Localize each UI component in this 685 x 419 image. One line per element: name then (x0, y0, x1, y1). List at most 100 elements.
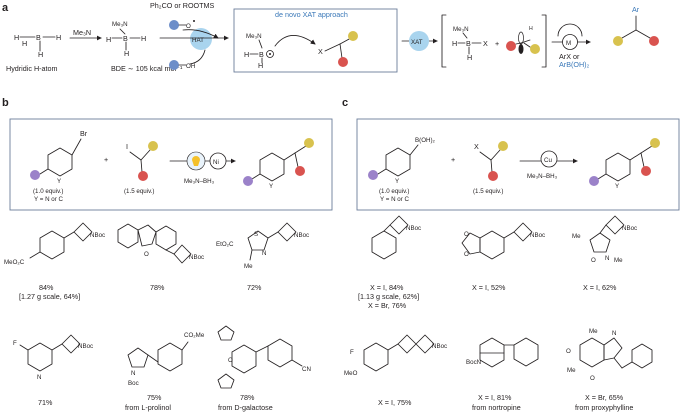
svg-text:NBoc: NBoc (294, 232, 309, 239)
xat-approach-title: de novo XAT approach (275, 10, 348, 19)
svg-text:CO₂Me: CO₂Me (184, 332, 205, 339)
svg-text:H: H (529, 26, 533, 32)
svg-text:NBoc: NBoc (189, 254, 204, 261)
oxidant-reagents-label: Ph₂CO or ROOTMS (150, 1, 214, 10)
hat-label: HAT (192, 37, 204, 44)
panel-c-label: c (342, 97, 348, 109)
svg-text:Me: Me (614, 257, 623, 264)
boronic-equiv: (1.0 equiv.) (379, 188, 410, 195)
cu-reductant: Me₃N–BH₃ (527, 173, 558, 180)
me3n-reagent-label: Me₃N (73, 28, 91, 37)
svg-text:X = I, 62%: X = I, 62% (583, 283, 617, 292)
xat-circle (409, 31, 429, 51)
product-b5: N Boc CO₂Me 75% from L-prolinol (125, 332, 205, 412)
hat-circle (190, 28, 212, 50)
iodide-equiv: (1.5 equiv.) (124, 188, 155, 195)
svg-text:Y: Y (269, 183, 273, 190)
ni-reductant: Me₃N–BH₃ (184, 178, 215, 185)
svg-text:Br: Br (80, 129, 88, 138)
boryl-radical: Me₃N B H H (244, 33, 274, 70)
svg-text:[1.27 g scale, 64%]: [1.27 g scale, 64%] (19, 292, 80, 301)
xat-approach-box (233, 8, 398, 73)
svg-text:X: X (483, 39, 488, 48)
product-c3: O N Me Me NBoc X = I, 62% (572, 215, 637, 292)
svg-text:Y: Y (57, 178, 61, 185)
svg-text:X = I, 81%: X = I, 81% (478, 393, 512, 402)
panel-b-label: b (2, 97, 9, 109)
cu-label: Cu (544, 157, 552, 164)
svg-text:Me₃N: Me₃N (246, 33, 262, 40)
oh-label: OH (186, 63, 195, 70)
oxyl-radical-circle (169, 20, 179, 30)
svg-text:NBoc: NBoc (90, 232, 105, 239)
arx-line2: ArB(OH)₂ (559, 60, 590, 69)
svg-text:71%: 71% (38, 398, 53, 407)
svg-text:[1.13 g scale, 62%]: [1.13 g scale, 62%] (358, 292, 419, 301)
aryl-boronic-acid: B(OH)₂ Y (368, 137, 436, 185)
product-b2: O NBoc 78% (117, 223, 204, 292)
svg-text:from L-prolinol: from L-prolinol (125, 403, 171, 412)
alkyl-halide-c: X (474, 141, 508, 181)
svg-text:MeO₂C: MeO₂C (4, 259, 25, 266)
svg-text:H: H (106, 35, 111, 44)
svg-text:X = Br, 76%: X = Br, 76% (368, 301, 407, 310)
product-c2: O O NBoc X = I, 52% (461, 222, 545, 292)
svg-text:EtO₂C: EtO₂C (216, 241, 234, 248)
alkyl-iodide: I (126, 141, 158, 181)
svg-text:X: X (318, 47, 323, 56)
svg-text:X = I, 52%: X = I, 52% (472, 283, 506, 292)
svg-text:Y: Y (615, 183, 619, 190)
svg-text:84%: 84% (39, 283, 54, 292)
svg-text:F: F (13, 340, 17, 347)
svg-text:NBoc: NBoc (622, 225, 637, 232)
halide-equiv: (1.5 equiv.) (473, 188, 504, 195)
svg-text:B: B (123, 34, 128, 43)
svg-text:S: S (254, 231, 258, 238)
svg-text:BocN: BocN (466, 359, 481, 366)
svg-text:+: + (104, 155, 108, 164)
alcohol-circle (169, 60, 179, 70)
hydridic-h-atom-label: Hydridic H-atom (6, 64, 58, 73)
svg-text:78%: 78% (240, 393, 255, 402)
metal-label: M (566, 40, 571, 47)
svg-text:O: O (590, 375, 595, 382)
svg-text:Me: Me (567, 367, 576, 374)
svg-text:B: B (36, 33, 41, 42)
xat-label: XAT (411, 39, 423, 46)
product-b3: S N NBoc EtO₂C Me 72% (216, 222, 309, 292)
cross-coupled-product: Ar (613, 5, 659, 46)
svg-text:H: H (22, 39, 27, 48)
amine-borane: Me₃N H B H H (106, 21, 146, 58)
svg-text:H: H (38, 50, 43, 59)
svg-text:X = I, 75%: X = I, 75% (378, 398, 412, 407)
svg-text:CN: CN (302, 366, 311, 373)
svg-text:X: X (474, 142, 479, 151)
cu-catalysis-arrow: Cu Me₃N–BH₃ (519, 150, 578, 180)
product-c4: F MeO NBoc X = I, 75% (344, 334, 447, 407)
svg-text:NBoc: NBoc (530, 232, 545, 239)
svg-text:O: O (144, 251, 149, 258)
svg-text:O: O (464, 231, 469, 238)
panel-c-general-product: Y (589, 138, 660, 190)
svg-text:H: H (244, 50, 249, 59)
svg-text:B: B (259, 50, 264, 59)
svg-text:NBoc: NBoc (78, 343, 93, 350)
product-b1: NBoc MeO₂C 84% [1.27 g scale, 64%] (4, 222, 105, 301)
svg-text:B(OH)₂: B(OH)₂ (415, 137, 436, 144)
svg-text:78%: 78% (150, 283, 165, 292)
svg-text:H: H (14, 33, 19, 42)
product-c5: BocN X = I, 81% from nortropine (466, 337, 539, 412)
panel-c-conditions-box (356, 118, 680, 211)
product-c1: NBoc X = I, 84% [1.13 g scale, 62%] X = … (358, 215, 421, 310)
product-b4: N F NBoc 71% (13, 334, 93, 407)
svg-text:I: I (126, 142, 128, 151)
svg-text:N: N (37, 374, 41, 381)
svg-text:H: H (452, 39, 457, 48)
svg-text:72%: 72% (247, 283, 262, 292)
svg-text:X = I, 84%: X = I, 84% (370, 283, 404, 292)
borane-bh3: H H B H H (14, 33, 61, 59)
svg-text:N: N (262, 250, 266, 257)
svg-text:H: H (56, 33, 61, 42)
svg-text:O: O (591, 257, 596, 264)
svg-text:N: N (612, 330, 616, 337)
